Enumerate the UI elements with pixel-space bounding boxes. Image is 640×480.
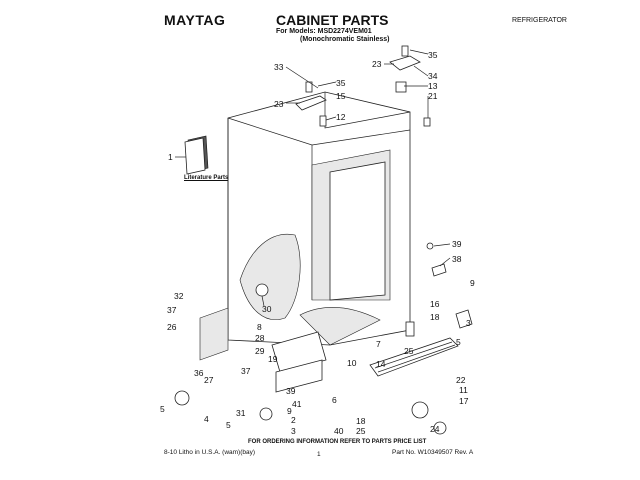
callout-37b: 37 bbox=[241, 366, 251, 376]
callout-3b: 3 bbox=[466, 318, 471, 328]
callout-25: 25 bbox=[404, 346, 414, 356]
section-label: REFRIGERATOR bbox=[512, 17, 567, 24]
callout-5c: 5 bbox=[456, 337, 461, 347]
callout-1: 1 bbox=[168, 152, 173, 162]
callout-9b: 9 bbox=[470, 278, 475, 288]
callout-6: 6 bbox=[332, 395, 337, 405]
callout-32: 32 bbox=[174, 291, 184, 301]
callout-18b: 18 bbox=[356, 416, 366, 426]
callout-37: 37 bbox=[167, 305, 177, 315]
cabinet-body bbox=[227, 91, 411, 346]
leader-lines bbox=[175, 49, 451, 307]
callout-17: 17 bbox=[459, 396, 469, 406]
callout-24: 24 bbox=[430, 424, 440, 434]
callout-28: 28 bbox=[255, 333, 265, 343]
callout-33: 33 bbox=[274, 62, 284, 72]
model-variant: (Monochromatic Stainless) bbox=[300, 36, 390, 43]
callout-10: 10 bbox=[347, 358, 357, 368]
page-title: CABINET PARTS bbox=[276, 12, 389, 28]
callout-34: 34 bbox=[428, 71, 438, 81]
callout-23b: 23 bbox=[372, 59, 382, 69]
model-line: For Models: MSD2274VEM01 bbox=[276, 28, 372, 35]
rear-cover bbox=[199, 307, 229, 361]
callout-5b: 5 bbox=[226, 420, 231, 430]
litho-line: 8-10 Litho in U.S.A. (wam)(bay) bbox=[164, 449, 256, 456]
callout-35: 35 bbox=[336, 78, 346, 88]
callout-29: 29 bbox=[255, 346, 265, 356]
callout-21: 21 bbox=[428, 91, 438, 101]
callout-14: 14 bbox=[376, 359, 386, 369]
callout-36: 36 bbox=[194, 368, 204, 378]
page-number: 1 bbox=[317, 451, 321, 458]
callout-18: 18 bbox=[430, 312, 440, 322]
rollers-levelers bbox=[174, 242, 473, 435]
callout-39: 39 bbox=[452, 239, 462, 249]
callout-7: 7 bbox=[376, 339, 381, 349]
top-hinge-right bbox=[389, 45, 431, 127]
callout-23: 23 bbox=[274, 99, 284, 109]
callout-40: 40 bbox=[334, 426, 344, 436]
callout-26: 26 bbox=[167, 322, 177, 332]
brand-logo: MAYTAG bbox=[164, 12, 226, 28]
callout-22: 22 bbox=[456, 375, 466, 385]
top-hinge-left bbox=[295, 81, 327, 127]
callout-35b: 35 bbox=[428, 50, 438, 60]
literature-parts-label: Literature Parts bbox=[184, 175, 229, 181]
callout-13: 13 bbox=[428, 81, 438, 91]
callout-numbers: 1 2 3 3 4 5 5 5 6 7 8 9 9 10 11 12 13 14… bbox=[160, 50, 475, 436]
callout-9: 9 bbox=[287, 406, 292, 416]
drain-assembly bbox=[271, 331, 327, 393]
callout-38: 38 bbox=[452, 254, 462, 264]
callout-15: 15 bbox=[336, 91, 346, 101]
callout-2: 2 bbox=[291, 415, 296, 425]
callout-4: 4 bbox=[204, 414, 209, 424]
callout-39b: 39 bbox=[286, 386, 296, 396]
callout-30: 30 bbox=[262, 304, 272, 314]
callout-3: 3 bbox=[291, 426, 296, 436]
callout-16: 16 bbox=[430, 299, 440, 309]
callout-19: 19 bbox=[268, 354, 278, 364]
callout-31: 31 bbox=[236, 408, 246, 418]
callout-8: 8 bbox=[257, 322, 262, 332]
callout-12: 12 bbox=[336, 112, 346, 122]
callout-25b: 25 bbox=[356, 426, 366, 436]
callout-11: 11 bbox=[459, 385, 468, 395]
callout-27: 27 bbox=[204, 375, 214, 385]
callout-5: 5 bbox=[160, 404, 165, 414]
literature-booklet bbox=[184, 135, 209, 175]
ordering-note: FOR ORDERING INFORMATION REFER TO PARTS … bbox=[248, 439, 427, 445]
toe-grille bbox=[369, 337, 459, 377]
part-number: Part No. W10349507 Rev. A bbox=[392, 449, 474, 456]
callout-41: 41 bbox=[292, 399, 302, 409]
